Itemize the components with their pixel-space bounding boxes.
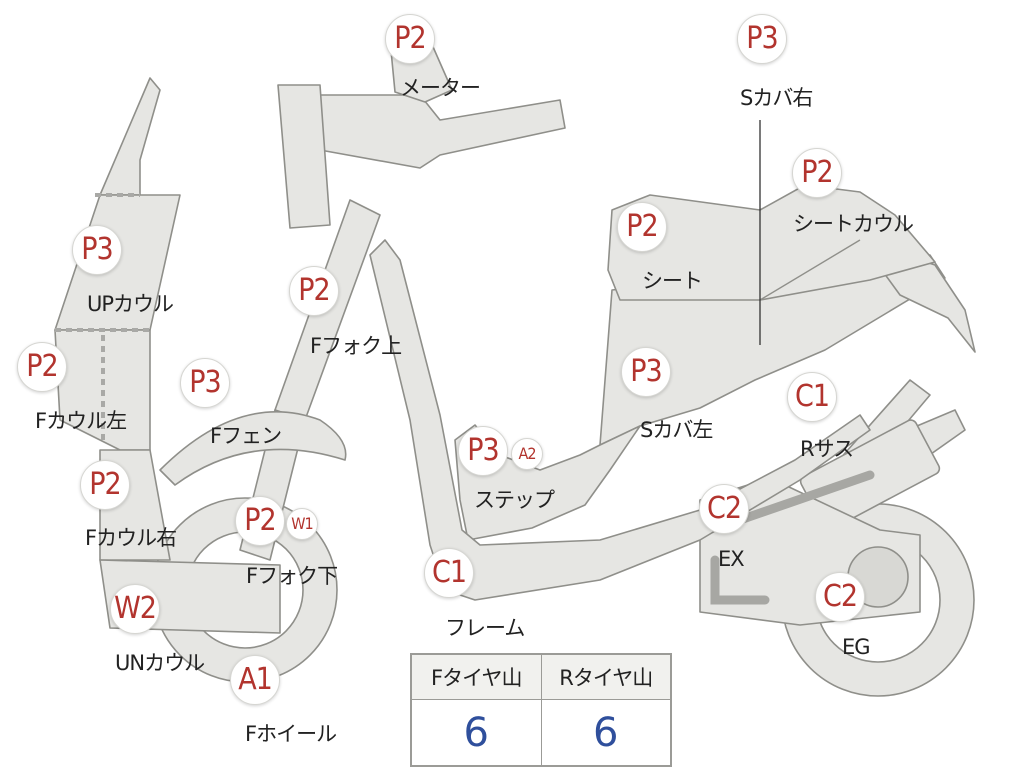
seat-label: シート [642,269,703,293]
front-fender-shape [159,411,347,486]
step-label: ステップ [474,488,555,512]
exhaust-pipe [710,555,770,605]
r-suspension-badge: C1 [787,372,837,422]
f-fork-lower-label: Fフォク下 [246,564,338,588]
s-cover-right-label: Sカバ右 [740,86,813,110]
un-cowl-badge: W2 [110,584,160,634]
exhaust-label: EX [718,547,745,571]
seat-badge: P2 [617,202,667,252]
r-suspension-label: Rサス [800,437,854,461]
step-extra-badge: A2 [511,438,543,470]
frame-label: フレーム [445,616,525,640]
up-cowl-label: UPカウル [87,292,174,316]
f-fork-lower-badge: P2 [235,496,285,546]
rear-tire-value: 6 [540,700,671,766]
f-wheel-badge: A1 [230,655,280,705]
meter-badge: P2 [385,14,435,64]
f-fork-upper-badge: P2 [289,266,339,316]
front-tire-header: Fタイヤ山 [431,666,522,690]
seat-divider [759,239,861,301]
f-cowl-right-badge: P2 [80,460,130,510]
f-fork-upper-label: Fフォク上 [310,334,402,358]
f-cowl-left-badge: P2 [17,342,67,392]
up-cowl-top [99,77,161,196]
engine-label: EG [842,635,871,659]
seat-cowl-badge: P2 [792,148,842,198]
handlebar-shape [317,94,566,169]
rear-tire-header: Rタイヤ山 [540,655,671,699]
s-cover-left-badge: P3 [621,347,671,397]
f-wheel-label: Fホイール [245,722,337,746]
frame-badge: C1 [424,548,474,598]
s-cover-left-label: Sカバ左 [640,418,713,442]
tire-table-header-row: Fタイヤ山 Rタイヤ山 [412,655,670,700]
tire-tread-table: Fタイヤ山 Rタイヤ山 6 6 [410,653,672,767]
f-fender-label: Fフェン [210,424,282,448]
front-tire-value: 6 [463,710,489,756]
step-floor-shape [454,424,641,541]
f-fender-badge: P3 [180,358,230,408]
seat-cowl-label: シートカウル [793,212,914,236]
up-cowl-badge: P3 [72,225,122,275]
un-cowl-label: UNカウル [115,651,205,675]
s-cover-right-badge: P3 [737,14,787,64]
step-badge: P3 [458,426,508,476]
f-cowl-left-label: Fカウル左 [35,409,127,433]
f-fork-lower-extra-badge: W1 [286,508,318,540]
tire-table-value-row: 6 6 [412,700,670,766]
meter-label: メーター [400,76,481,100]
exhaust-pipe-upper [735,470,875,525]
handle-grip [277,84,331,229]
seat-shape [607,184,936,301]
engine-badge: C2 [815,572,865,622]
f-cowl-right-label: Fカウル右 [85,526,177,550]
exhaust-badge: C2 [699,484,749,534]
